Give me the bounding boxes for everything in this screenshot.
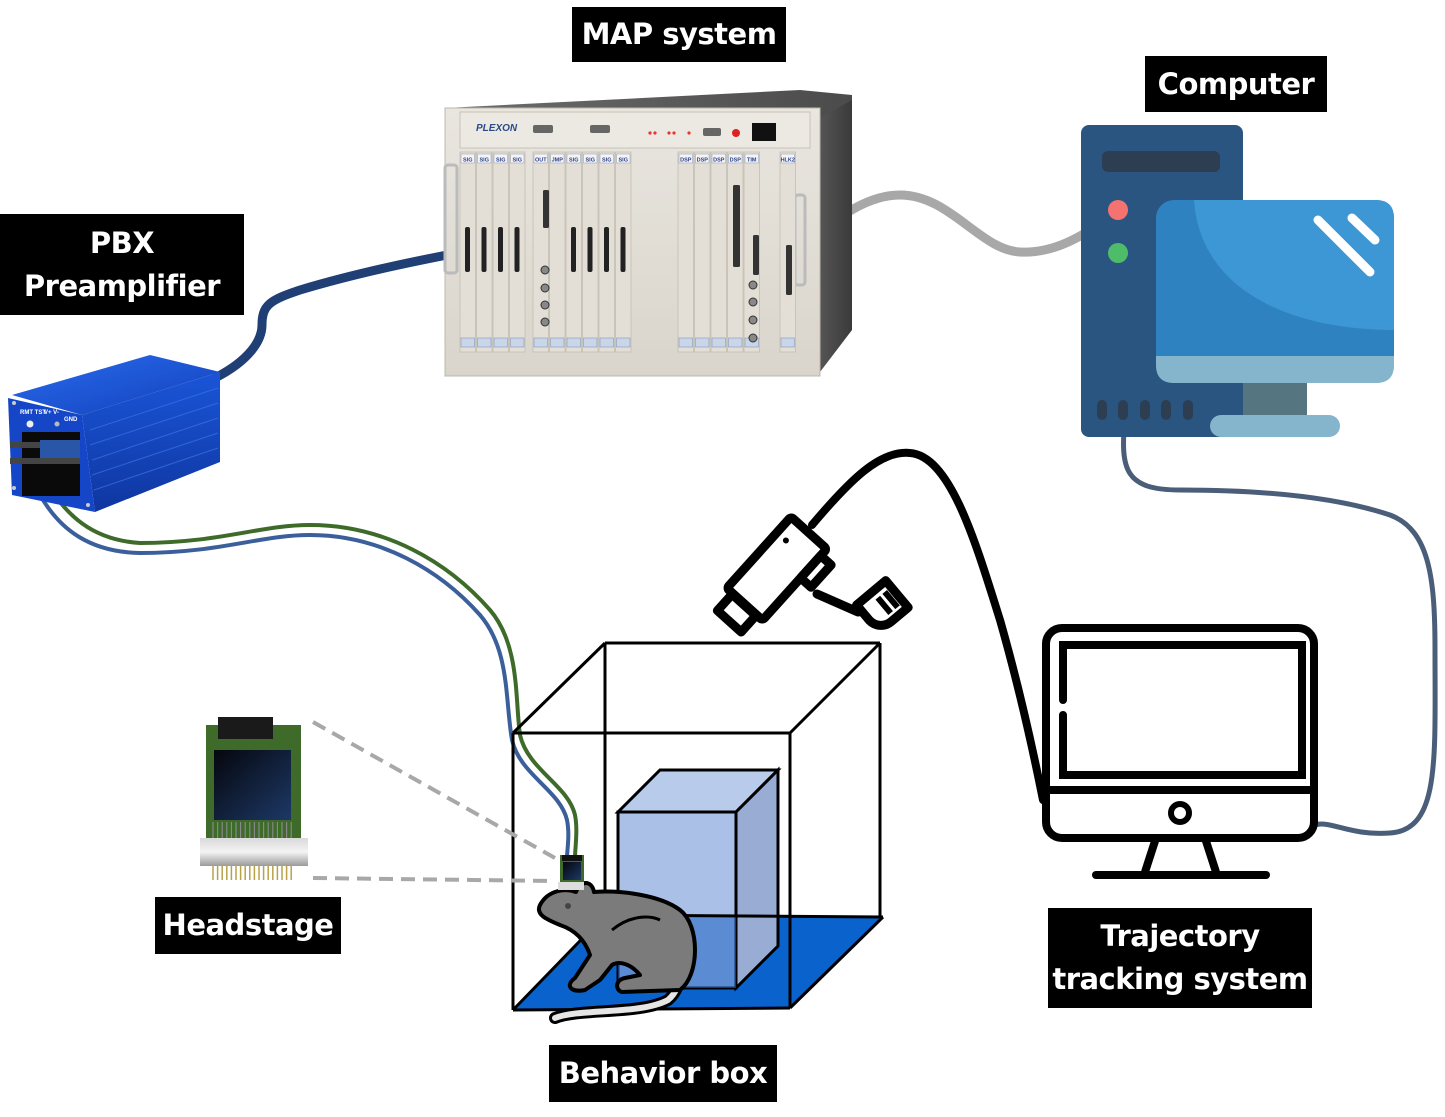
label-headstage-text: Headstage: [162, 908, 334, 942]
rack-card-label: TIM: [747, 158, 757, 164]
rack-card-label: OUT: [535, 158, 547, 164]
label-behavior-box-text: Behavior box: [558, 1056, 768, 1090]
rack-card-label: DSP: [680, 158, 692, 164]
label-pbx-preamplifier: PBX Preamplifier: [0, 214, 244, 315]
computer-icon: [1081, 125, 1394, 437]
label-trajectory-tracking: Trajectory tracking system: [1048, 908, 1312, 1008]
zoom-dashed-line-top: [312, 720, 556, 860]
headstage-cable-blue: [38, 494, 571, 859]
rack-card-sig: SIG: [492, 151, 509, 353]
map-system-rack: PLEXON SIG SIG SIG SIG OUT JMP SIG SIG SIG SIG DSP…: [443, 90, 852, 377]
zoom-dashed-line-bottom: [312, 876, 556, 883]
label-behavior-box: Behavior box: [549, 1045, 777, 1102]
behavior-box: [511, 641, 885, 1024]
rack-card-dsp: DSP: [694, 151, 711, 353]
rack-card-dsp: DSP: [710, 151, 727, 353]
bnc-connector-icon: [748, 333, 758, 343]
power-led-green: [1108, 243, 1128, 263]
rack-card-label: SIG: [480, 158, 489, 164]
label-map-system-text: MAP system: [581, 17, 777, 51]
bnc-connector-icon: [748, 280, 758, 290]
rack-card-label: SIG: [463, 158, 472, 164]
rack-card-label: SIG: [569, 158, 578, 164]
rack-card-label: JMP: [552, 158, 564, 164]
rack-card-sig: SIG: [476, 151, 493, 353]
rack-brand: PLEXON: [476, 123, 518, 134]
bnc-connector-icon: [540, 300, 550, 310]
label-computer-text: Computer: [1157, 67, 1315, 101]
rack-card-dsp: DSP: [677, 151, 694, 353]
rack-card-label: DSP: [730, 158, 742, 164]
rack-card-sig: SIG: [582, 151, 599, 353]
pbx-preamplifier: RMT TST V+ V- GND: [8, 355, 220, 512]
bnc-connector-icon: [748, 297, 758, 307]
label-map-system: MAP system: [572, 7, 786, 62]
tracking-monitor-icon: [1042, 624, 1318, 879]
preamp-to-map-cable: [210, 242, 493, 383]
rack-card-label: DSP: [697, 158, 709, 164]
label-trajectory-line1: Trajectory: [1100, 919, 1260, 953]
rack-card-sig: SIG: [615, 151, 632, 353]
rack-card-sig: SIG: [598, 151, 615, 353]
rack-card-label: SIG: [602, 158, 611, 164]
rack-card-sig: SIG: [565, 151, 582, 353]
rack-card-slots: SIG SIG SIG SIG OUT JMP SIG SIG SIG SIG DSP DSP DSP D…: [459, 151, 796, 353]
headstage-detail: [200, 717, 556, 883]
rack-card-label: SIG: [496, 158, 505, 164]
rack-card-sig: SIG: [459, 151, 476, 353]
rat-icon: [536, 881, 697, 1024]
rack-card-label: DSP: [713, 158, 725, 164]
preamp-front-label-2: V+ V-: [44, 410, 59, 416]
rack-card-label: SIG: [586, 158, 595, 164]
bnc-connector-icon: [540, 265, 550, 275]
preamp-front-label-1: RMT TST: [20, 410, 46, 416]
label-trajectory-line2: tracking system: [1052, 962, 1308, 996]
rack-card-label: SIG: [619, 158, 628, 164]
rack-card-label: SIG: [513, 158, 522, 164]
camera-to-tracker-cable: [808, 448, 1047, 804]
bnc-connector-icon: [540, 317, 550, 327]
rack-card-jmp: JMP: [549, 151, 566, 353]
tracker-to-computer-cable: [1121, 415, 1438, 836]
label-pbx-line1: PBX: [89, 226, 155, 260]
power-led-red: [1108, 200, 1128, 220]
rack-card-sig: SIG: [509, 151, 526, 353]
label-pbx-line2: Preamplifier: [23, 269, 221, 303]
label-computer: Computer: [1145, 56, 1327, 112]
headstage-cable-green: [44, 480, 579, 859]
label-headstage: Headstage: [155, 897, 341, 954]
headstage-on-rat: [558, 855, 584, 890]
preamp-front-label-3: GND: [64, 417, 78, 423]
bnc-connector-icon: [540, 283, 550, 293]
bnc-connector-icon: [748, 315, 758, 325]
camera-icon: [712, 513, 913, 637]
rack-card-label: HLK2: [781, 158, 795, 164]
